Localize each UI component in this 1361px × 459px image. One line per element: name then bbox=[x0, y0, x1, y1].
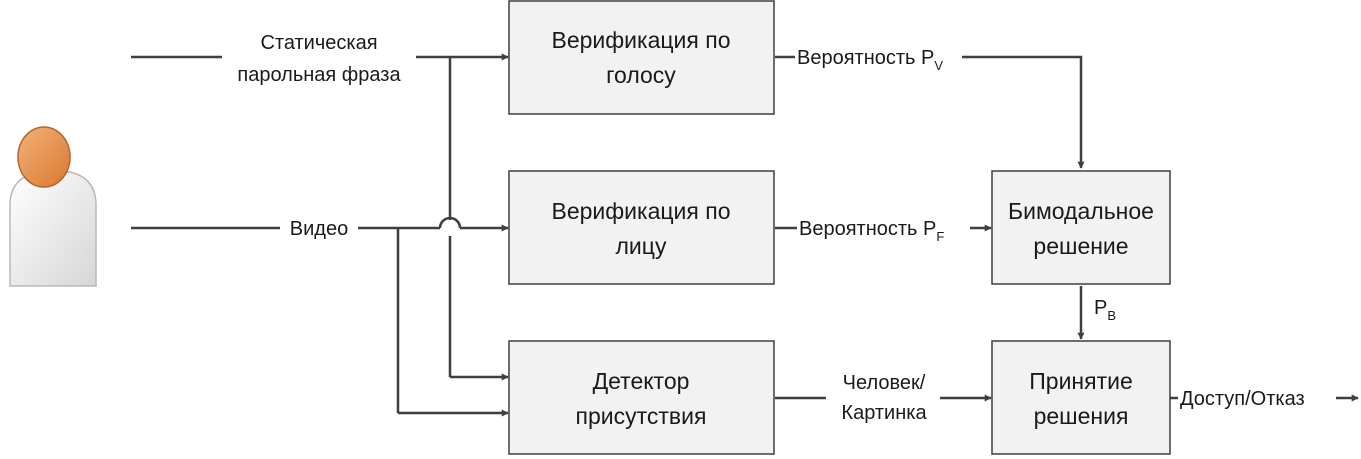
label-human-line2: Картинка bbox=[841, 402, 927, 424]
block-bimodal-line2: решение bbox=[1033, 233, 1128, 259]
label-output: Доступ/Отказ bbox=[1180, 388, 1305, 410]
label-pb: PB bbox=[1094, 297, 1116, 323]
block-presence-detector: Детектор присутствия bbox=[508, 340, 775, 455]
connectors bbox=[131, 53, 1359, 417]
label-pb-sub: B bbox=[1107, 308, 1116, 323]
label-prob-face-main: Вероятность P bbox=[799, 218, 936, 240]
label-prob-voice-sub: V bbox=[934, 58, 943, 73]
block-decision-line2: решения bbox=[1034, 403, 1129, 429]
label-human-line1: Человек/ bbox=[843, 372, 926, 394]
label-prob-face: Вероятность PF bbox=[799, 218, 944, 244]
line-hop bbox=[438, 216, 462, 229]
block-voice-line2: голосу bbox=[606, 62, 676, 88]
label-prob-voice-main: Вероятность P bbox=[797, 47, 934, 69]
block-bimodal-line1: Бимодальное bbox=[1008, 198, 1154, 224]
pv-line-b bbox=[962, 55, 1085, 169]
label-passphrase-line2: парольная фраза bbox=[237, 64, 401, 86]
block-final-decision: Принятие решения bbox=[991, 340, 1171, 455]
block-voice-line1: Верификация по bbox=[551, 27, 730, 53]
label-prob-voice: Вероятность PV bbox=[797, 47, 943, 73]
block-bimodal-decision: Бимодальное решение bbox=[991, 170, 1171, 285]
block-decision-line1: Принятие bbox=[1029, 368, 1133, 394]
user-icon bbox=[9, 126, 97, 287]
block-voice-verification: Верификация по голосу bbox=[508, 0, 775, 115]
block-face-verification: Верификация по лицу bbox=[508, 170, 775, 285]
label-pb-main: P bbox=[1094, 297, 1107, 319]
block-presence-line1: Детектор bbox=[593, 368, 690, 394]
label-passphrase-line1: Статическая bbox=[260, 32, 377, 54]
label-video: Видео bbox=[290, 218, 348, 240]
block-presence-line2: присутствия bbox=[576, 403, 707, 429]
label-prob-face-sub: F bbox=[936, 229, 944, 244]
block-face-line1: Верификация по bbox=[551, 198, 730, 224]
block-face-line2: лицу bbox=[616, 233, 667, 259]
